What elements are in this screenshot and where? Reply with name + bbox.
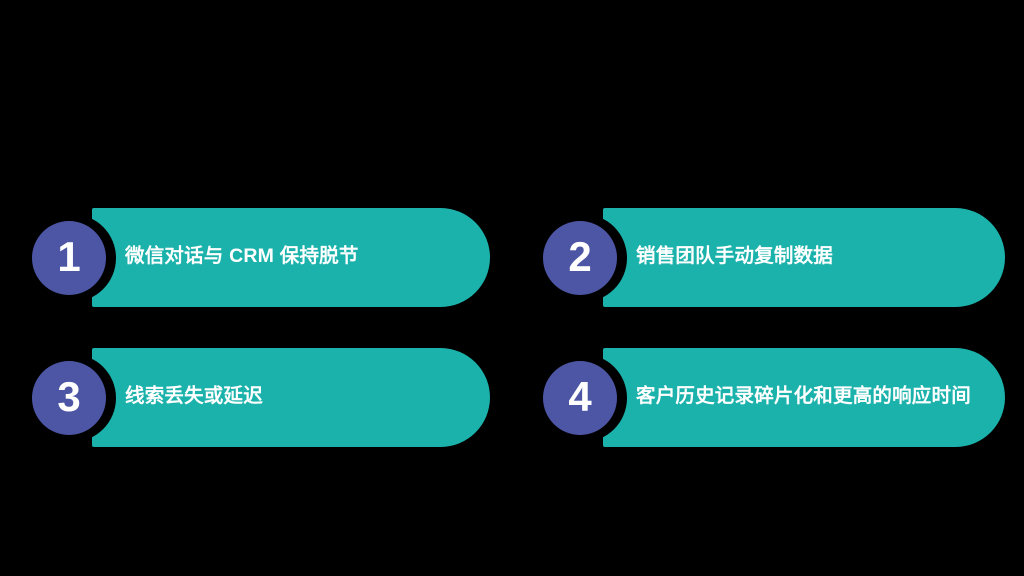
step-item-2: 销售团队手动复制数据 2 [539, 208, 1005, 307]
step-number-badge: 1 [32, 221, 106, 295]
step-number: 1 [57, 232, 81, 280]
step-number: 4 [568, 372, 592, 420]
step-number-badge: 2 [543, 221, 617, 295]
step-bar: 客户历史记录碎片化和更高的响应时间 [603, 348, 1005, 447]
step-label: 销售团队手动复制数据 [636, 244, 834, 267]
step-number-badge: 3 [32, 361, 106, 435]
step-label: 客户历史记录碎片化和更高的响应时间 [636, 384, 971, 407]
step-bar: 微信对话与 CRM 保持脱节 [92, 208, 490, 307]
step-number-badge: 4 [543, 361, 617, 435]
step-bar: 销售团队手动复制数据 [603, 208, 1005, 307]
step-label: 微信对话与 CRM 保持脱节 [125, 244, 359, 267]
step-number: 3 [57, 372, 81, 420]
step-item-4: 客户历史记录碎片化和更高的响应时间 4 [539, 348, 1005, 447]
step-item-1: 微信对话与 CRM 保持脱节 1 [28, 208, 490, 307]
step-item-3: 线索丢失或延迟 3 [28, 348, 490, 447]
step-number: 2 [568, 232, 592, 280]
step-bar: 线索丢失或延迟 [92, 348, 490, 447]
step-label: 线索丢失或延迟 [125, 384, 263, 407]
